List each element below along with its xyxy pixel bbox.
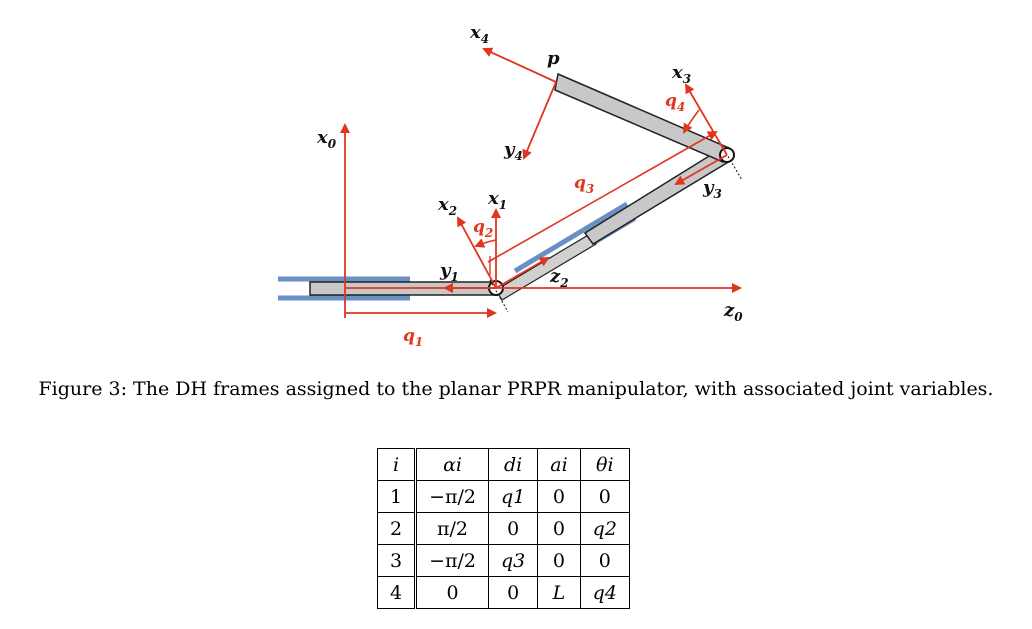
cell-d: q1 bbox=[487, 480, 539, 513]
header-a: ai bbox=[537, 448, 581, 481]
table-row: 2 π/2 0 0 q2 bbox=[376, 512, 630, 545]
cell-i: 3 bbox=[376, 544, 418, 577]
cell-d: 0 bbox=[487, 576, 539, 609]
table-row: 3 −π/2 q3 0 0 bbox=[376, 544, 630, 577]
slider-link-2 bbox=[495, 233, 597, 301]
axis-x2 bbox=[457, 216, 497, 289]
cell-alpha: −π/2 bbox=[415, 480, 489, 513]
cell-alpha: π/2 bbox=[415, 512, 489, 545]
cell-a: 0 bbox=[537, 480, 581, 513]
axis-z2 bbox=[495, 257, 550, 289]
header-i: i bbox=[376, 448, 418, 481]
label-y3: y3 bbox=[702, 177, 722, 201]
cell-theta: 0 bbox=[579, 544, 630, 577]
label-q3: q3 bbox=[574, 173, 594, 196]
label-p: p bbox=[547, 48, 560, 69]
cell-alpha: −π/2 bbox=[415, 544, 489, 577]
label-z0: z0 bbox=[723, 300, 743, 324]
cell-i: 4 bbox=[376, 576, 418, 609]
axis-y4 bbox=[522, 81, 557, 160]
cell-alpha: 0 bbox=[415, 576, 489, 609]
q3-dimension-line bbox=[487, 131, 718, 263]
dotted-axis-joint-4 bbox=[721, 145, 743, 181]
header-d: di bbox=[487, 448, 539, 481]
axis-x3 bbox=[684, 83, 728, 156]
figure-caption: Figure 3: The DH frames assigned to the … bbox=[38, 378, 994, 400]
cell-a: 0 bbox=[537, 512, 581, 545]
cell-a: 0 bbox=[537, 544, 581, 577]
label-y1: y1 bbox=[439, 260, 459, 284]
label-q4: q4 bbox=[665, 91, 685, 114]
label-x2: x2 bbox=[437, 194, 457, 218]
label-q2: q2 bbox=[473, 217, 493, 240]
label-x0: x0 bbox=[316, 127, 337, 151]
table-row: 4 0 0 L q4 bbox=[376, 576, 630, 609]
label-y4: y4 bbox=[503, 139, 523, 163]
cell-theta: q2 bbox=[579, 512, 630, 545]
cell-d: q3 bbox=[487, 544, 539, 577]
cell-i: 2 bbox=[376, 512, 418, 545]
rail-3-top bbox=[513, 201, 629, 274]
header-theta: θi bbox=[579, 448, 630, 481]
axis-y3 bbox=[674, 154, 728, 185]
header-alpha: αi bbox=[415, 448, 489, 481]
cell-a: L bbox=[537, 576, 581, 609]
label-x1: x1 bbox=[487, 188, 507, 212]
axis-x4 bbox=[482, 47, 557, 83]
cell-i: 1 bbox=[376, 480, 418, 513]
q4-arc bbox=[682, 109, 700, 134]
q2-arc bbox=[474, 238, 497, 248]
label-x4: x4 bbox=[469, 22, 489, 46]
cell-d: 0 bbox=[487, 512, 539, 545]
label-q1: q1 bbox=[403, 326, 423, 349]
table-header-row: i αi di ai θi bbox=[376, 448, 630, 481]
dh-parameter-table: i αi di ai θi 1 −π/2 q1 0 0 2 π/2 0 0 q2… bbox=[376, 448, 630, 609]
link-4 bbox=[554, 72, 730, 163]
table-row: 1 −π/2 q1 0 0 bbox=[376, 480, 630, 513]
dh-frames-figure: x0 z0 x1 y1 x2 z2 x3 y3 x4 y4 p q1 q2 q3… bbox=[278, 22, 743, 349]
cell-theta: q4 bbox=[579, 576, 630, 609]
cell-theta: 0 bbox=[579, 480, 630, 513]
label-x3: x3 bbox=[671, 62, 691, 86]
label-z2: z2 bbox=[549, 266, 569, 290]
